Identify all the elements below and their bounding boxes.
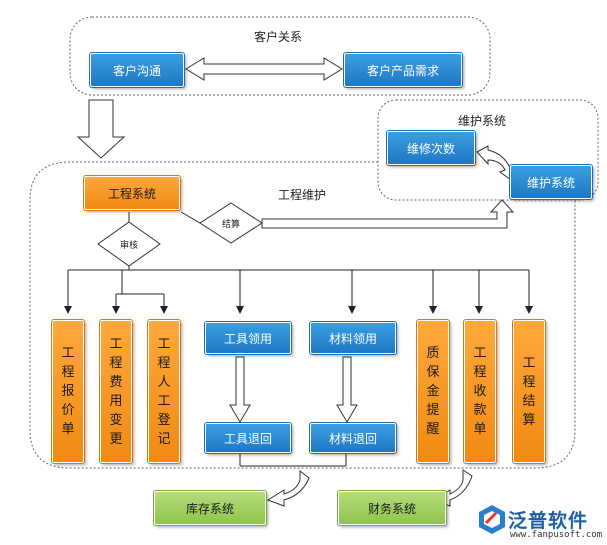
settle-decision-label: 结算 (222, 220, 241, 230)
tool-return-text: 工具退回 (223, 431, 272, 446)
vertical-char: 更 (109, 431, 123, 447)
material-borrow-text: 材料领用 (328, 331, 377, 346)
vertical-char: 程 (109, 355, 123, 371)
cost-change-node: 工程费用变更 (99, 319, 133, 464)
material-return-text: 材料退回 (328, 431, 377, 446)
vertical-char: 工 (522, 355, 536, 371)
project-maintenance-label: 工程维护 (278, 188, 327, 202)
project-quote-node: 工程报价单 (51, 319, 85, 464)
customer-product-demand-text: 客户产品需求 (366, 63, 439, 78)
warranty-reminder-node: 质保金提醒 (416, 319, 450, 464)
vertical-char: 程 (522, 374, 536, 390)
finance-system-text: 财务系统 (367, 501, 416, 516)
vertical-char: 工 (61, 346, 75, 361)
hollow-down-arrow (76, 99, 126, 159)
repair-count-text: 维修次数 (406, 141, 455, 156)
finance-system-node: 财务系统 (337, 490, 447, 526)
settle-to-maintenance-arrow (261, 199, 515, 229)
project-system-text: 工程系统 (107, 186, 156, 201)
vertical-char: 用 (109, 393, 123, 409)
vertical-char: 质 (426, 346, 440, 361)
vertical-char: 记 (157, 431, 171, 447)
material-return-node: 材料退回 (309, 422, 397, 454)
vertical-char: 程 (473, 365, 487, 380)
vertical-char: 金 (426, 384, 440, 399)
vertical-char: 价 (61, 403, 75, 418)
logo-mark-icon (479, 505, 505, 534)
tool-borrow-node: 工具领用 (204, 321, 292, 355)
vertical-char: 工 (109, 336, 123, 352)
settle-decision (199, 202, 263, 244)
vertical-char: 费 (109, 374, 123, 390)
vertical-char: 程 (61, 365, 75, 380)
returns-to-inventory-arrow (266, 469, 310, 507)
project-maintenance-group (29, 161, 576, 469)
material-borrow-to-return-arrow (336, 356, 358, 423)
vertical-char: 工 (157, 336, 171, 352)
vertical-char: 结 (522, 393, 536, 409)
review-decision-label: 审核 (120, 241, 139, 251)
logo-name: 泛普软件 (508, 510, 589, 532)
customer-communication-text: 客户沟通 (112, 63, 161, 78)
maintenance-system-node: 维护系统 (509, 164, 593, 200)
material-borrow-node: 材料领用 (309, 321, 397, 355)
repair-count-node: 维修次数 (386, 130, 476, 166)
vertical-char: 款 (473, 403, 487, 418)
vertical-char: 单 (473, 422, 487, 437)
vertical-char: 工 (157, 393, 171, 409)
customer-double-arrow (185, 57, 343, 81)
tool-borrow-to-return-arrow (229, 356, 251, 423)
tool-return-node: 工具退回 (204, 422, 292, 454)
maintenance-system-label: 维护系统 (458, 114, 507, 128)
vertical-char: 工 (473, 346, 487, 361)
customer-relation-group (69, 16, 491, 96)
vertical-char: 算 (522, 412, 536, 428)
vertical-char: 单 (61, 422, 75, 437)
vertical-char: 提 (426, 403, 440, 418)
maintenance-system-text: 维护系统 (526, 175, 575, 190)
customer-relation-label: 客户关系 (254, 30, 303, 44)
vertical-char: 报 (61, 384, 75, 399)
settlement-node: 工程结算 (512, 319, 546, 464)
vertical-char: 醒 (426, 422, 440, 437)
project-system-node: 工程系统 (83, 175, 181, 211)
vertical-char: 收 (473, 384, 487, 399)
customer-product-demand-node: 客户产品需求 (343, 52, 463, 88)
vertical-char: 变 (109, 412, 123, 428)
customer-communication-node: 客户沟通 (89, 52, 185, 88)
maintenance-system-group (377, 99, 599, 201)
receipt-node: 工程收款单 (463, 319, 497, 464)
vertical-char: 登 (157, 412, 171, 428)
vertical-char: 程 (157, 355, 171, 371)
inventory-system-node: 库存系统 (153, 490, 267, 526)
logo-url: www.fanpusoft.com (510, 530, 603, 540)
vertical-char: 保 (426, 365, 440, 380)
tool-borrow-text: 工具领用 (223, 331, 272, 346)
inventory-system-text: 库存系统 (185, 501, 234, 516)
labor-register-node: 工程人工登记 (147, 319, 181, 464)
vertical-char: 人 (157, 374, 171, 390)
connector-project-to-settle (180, 211, 201, 224)
